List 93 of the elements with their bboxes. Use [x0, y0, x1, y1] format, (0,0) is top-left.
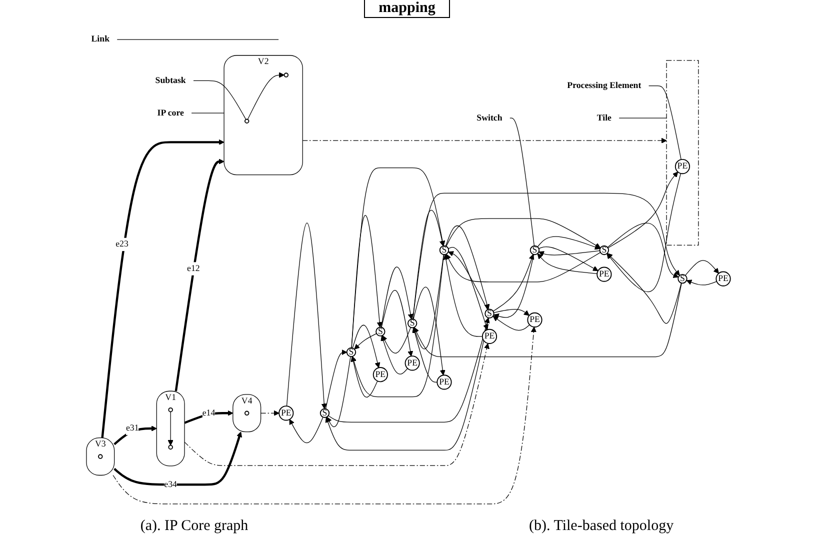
- node-text: Switch: [476, 113, 502, 123]
- arrow: [538, 250, 600, 256]
- arrow: [446, 218, 601, 248]
- mapping-label: mapping: [364, 0, 450, 18]
- node-circle: S: [484, 308, 494, 318]
- arrow: [380, 266, 414, 328]
- edge-label: e31: [126, 424, 139, 434]
- arrow: [414, 282, 682, 358]
- arrow: [537, 236, 600, 250]
- node-circle: PE: [482, 328, 498, 344]
- node-circle: PE: [372, 367, 388, 382]
- caption: (a). IP Core graph: [140, 518, 248, 534]
- arrow: [413, 286, 446, 376]
- node-text: Subtask: [155, 76, 186, 86]
- arrow: [684, 260, 719, 276]
- arrow: [352, 324, 380, 368]
- arrow: [260, 410, 280, 416]
- arrow: [302, 138, 667, 144]
- node-text: Processing Element: [567, 81, 642, 91]
- arrow: [247, 72, 284, 120]
- arrow: [168, 411, 174, 446]
- arrow: [174, 158, 224, 392]
- arrow: [492, 316, 530, 331]
- edge-label: e14: [202, 408, 216, 418]
- arrow: [606, 173, 682, 292]
- arrow: [289, 416, 324, 444]
- arrow: [286, 222, 327, 410]
- node-circle: S: [320, 408, 330, 418]
- edge-label: e12: [187, 264, 200, 274]
- arrow: [537, 253, 598, 274]
- node-circle: [98, 454, 103, 459]
- arrow: [101, 139, 224, 438]
- arrow: [448, 247, 488, 330]
- node-circle: PE: [716, 271, 731, 286]
- caption: (b). Tile-based topology: [528, 518, 674, 534]
- arrow: [686, 280, 717, 286]
- arrow: [607, 253, 682, 324]
- arrow: [350, 356, 378, 398]
- arrow: [412, 210, 445, 320]
- node-circle: S: [599, 245, 610, 256]
- node-circle: S: [346, 347, 356, 358]
- arrow: [380, 336, 408, 374]
- node-circle: PE: [527, 312, 542, 328]
- node-circle: [244, 410, 250, 416]
- node-circle: S: [439, 245, 450, 256]
- arrow: [326, 356, 351, 428]
- node-circle: S: [407, 318, 418, 328]
- cluster: V3: [86, 438, 115, 476]
- cluster: V4: [232, 394, 262, 432]
- edge-label: e23: [116, 240, 128, 250]
- connector: [193, 80, 246, 120]
- arrow: [412, 254, 444, 350]
- cluster: [666, 60, 699, 246]
- node-circle: PE: [674, 158, 690, 174]
- arrow: [443, 254, 483, 337]
- node-circle: [168, 407, 173, 412]
- node-circle: PE: [278, 406, 294, 421]
- arrow: [381, 290, 414, 356]
- node-circle: S: [530, 245, 540, 256]
- arrow: [351, 215, 382, 348]
- arrow: [445, 225, 490, 310]
- arrow: [493, 308, 530, 316]
- node-circle: [284, 72, 289, 78]
- arrow: [608, 172, 678, 248]
- node-circle: PE: [596, 266, 612, 282]
- arrow: [446, 252, 601, 282]
- arrow: [351, 168, 446, 348]
- arrow: [351, 254, 444, 398]
- arrow: [607, 222, 679, 278]
- node-circle: [244, 118, 250, 124]
- edge-label: e34: [164, 480, 177, 490]
- cluster: V2: [224, 55, 303, 176]
- arrow: [325, 349, 348, 410]
- node-text: IP core: [157, 108, 184, 118]
- node-circle: S: [376, 326, 386, 336]
- node-circle: S: [678, 274, 688, 284]
- connector: [116, 39, 279, 40]
- node-circle: [168, 444, 173, 450]
- node-circle: PE: [404, 356, 420, 371]
- cluster: V1: [156, 390, 185, 466]
- connector: [510, 118, 535, 246]
- node-circle: PE: [436, 374, 452, 390]
- connector: [191, 112, 224, 114]
- arrow: [448, 251, 488, 310]
- node-text: Link: [91, 34, 110, 44]
- arrow: [382, 327, 412, 354]
- node-text: Tile: [596, 113, 612, 123]
- arrow: [538, 246, 598, 272]
- arrow: [114, 432, 242, 486]
- arrow: [114, 426, 157, 446]
- arrow: [354, 333, 377, 350]
- connector: [648, 85, 682, 160]
- arrow: [412, 327, 438, 382]
